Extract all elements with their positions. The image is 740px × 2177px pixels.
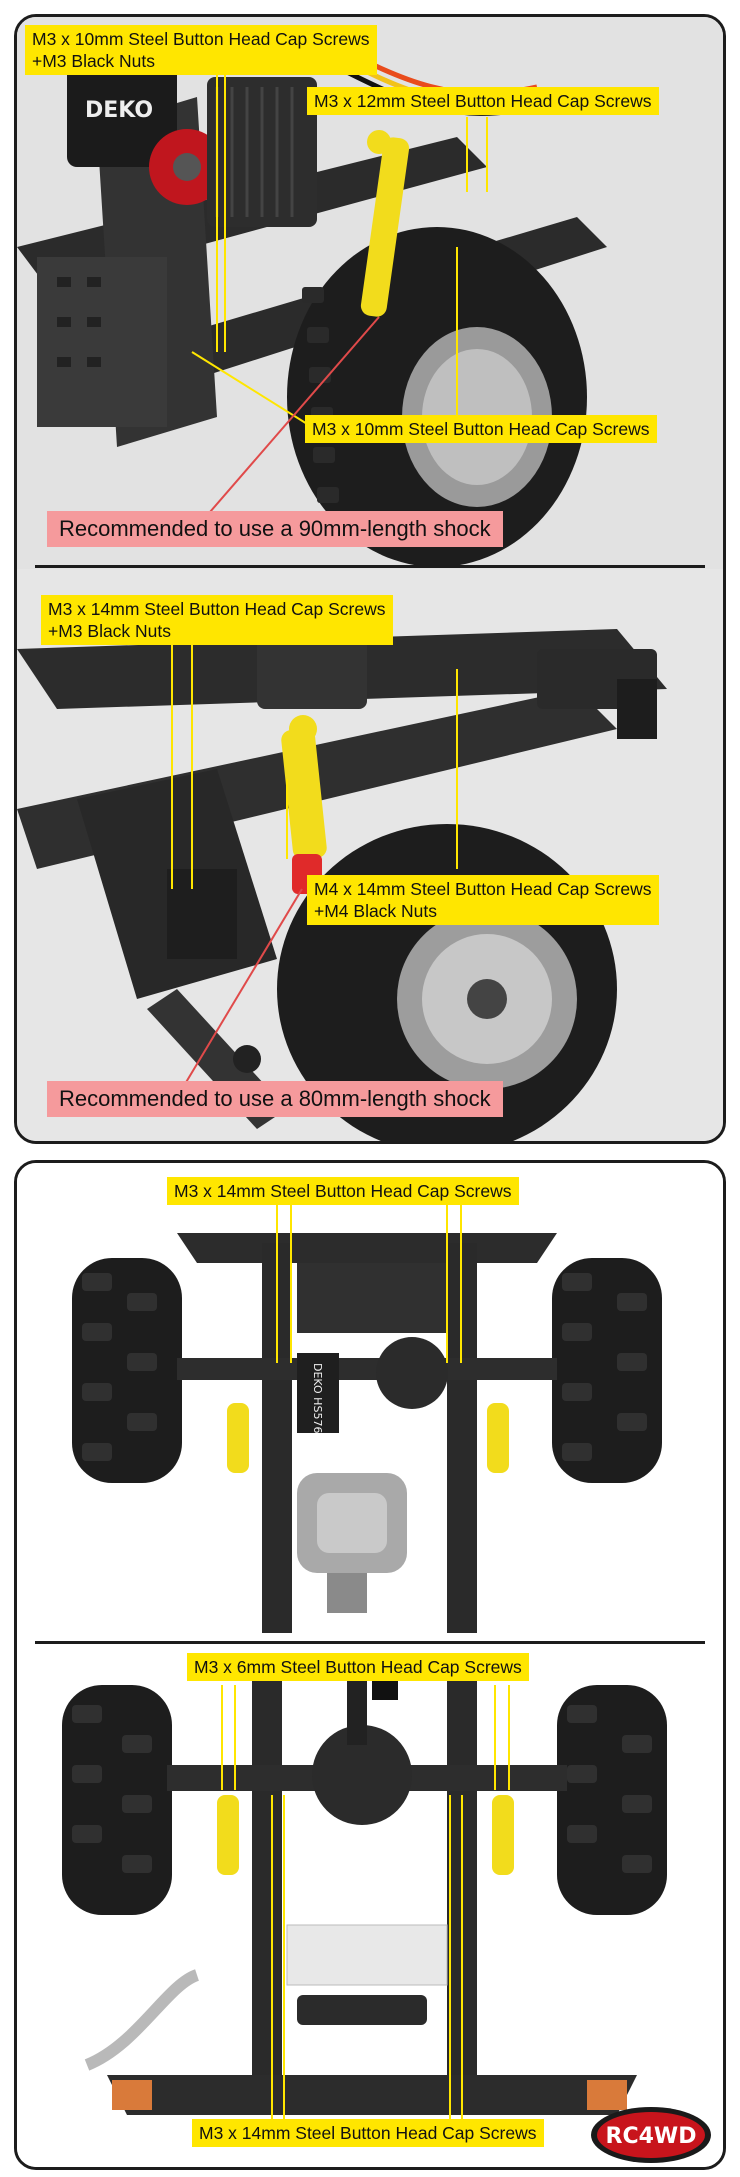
callout-line-1: M3 x 10mm Steel Button Head Cap Screws	[32, 29, 370, 49]
callout-text: M3 x 14mm Steel Button Head Cap Screws	[174, 1181, 512, 1201]
screw-callout-m3x14-bottom-view: M3 x 14mm Steel Button Head Cap Screws	[192, 2119, 544, 2147]
screw-nut-callout-m4x14: M4 x 14mm Steel Button Head Cap Screws +…	[307, 875, 659, 925]
callout-line-2: +M3 Black Nuts	[32, 51, 156, 71]
logo-text: RC4WD	[606, 2124, 697, 2149]
callout-line-1: M4 x 14mm Steel Button Head Cap Screws	[314, 879, 652, 899]
bottom-view-chassis-photo	[17, 1645, 723, 2167]
callout-line-2: +M3 Black Nuts	[48, 621, 172, 641]
chassis-illustration-3: DEKO HS576	[17, 1163, 723, 1643]
front-shock-mount-photo	[17, 569, 723, 1141]
motor-label: DEKO	[85, 98, 153, 123]
screw-callout-m3x12: M3 x 12mm Steel Button Head Cap Screws	[307, 87, 659, 115]
top-view-chassis-photo: DEKO HS576	[17, 1163, 723, 1643]
callout-text: M3 x 10mm Steel Button Head Cap Screws	[312, 419, 650, 439]
screw-callout-m3x6: M3 x 6mm Steel Button Head Cap Screws	[187, 1653, 529, 1681]
screw-callout-m3x10-lower: M3 x 10mm Steel Button Head Cap Screws	[305, 415, 657, 443]
shock-length-note-90mm: Recommended to use a 90mm-length shock	[47, 511, 503, 547]
screw-nut-callout-m3x10: M3 x 10mm Steel Button Head Cap Screws +…	[25, 25, 377, 75]
screw-callout-m3x14-top-view: M3 x 14mm Steel Button Head Cap Screws	[167, 1177, 519, 1205]
note-text: Recommended to use a 80mm-length shock	[59, 1086, 491, 1111]
callout-text: M3 x 6mm Steel Button Head Cap Screws	[194, 1657, 522, 1677]
shock-length-note-80mm: Recommended to use a 80mm-length shock	[47, 1081, 503, 1117]
servo-label: DEKO HS576	[311, 1363, 324, 1433]
callout-line-1: M3 x 14mm Steel Button Head Cap Screws	[48, 599, 386, 619]
callout-line-2: +M4 Black Nuts	[314, 901, 438, 921]
bottom-instruction-panel: DEKO HS576 M3 x 14mm Steel Button Head C…	[14, 1160, 726, 2170]
callout-text: M3 x 14mm Steel Button Head Cap Screws	[199, 2123, 537, 2143]
callout-text: M3 x 12mm Steel Button Head Cap Screws	[314, 91, 652, 111]
chassis-illustration-4	[17, 1645, 723, 2167]
photo-divider	[35, 565, 705, 568]
rc4wd-logo: RC4WD	[591, 2107, 711, 2163]
screw-nut-callout-m3x14: M3 x 14mm Steel Button Head Cap Screws +…	[41, 595, 393, 645]
photo-divider	[35, 1641, 705, 1644]
top-instruction-panel: DEKO	[14, 14, 726, 1144]
chassis-illustration-2	[17, 569, 723, 1141]
note-text: Recommended to use a 90mm-length shock	[59, 516, 491, 541]
